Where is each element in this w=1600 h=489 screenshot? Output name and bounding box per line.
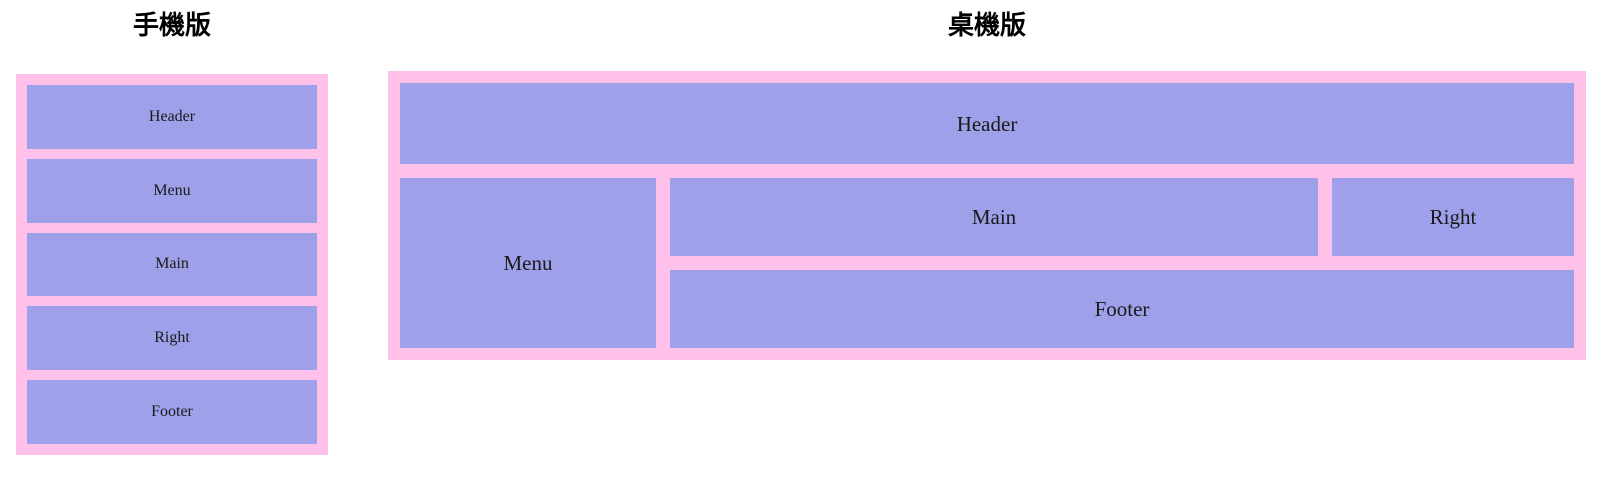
mobile-block-right: Right bbox=[27, 306, 317, 371]
desktop-block-menu: Menu bbox=[400, 178, 656, 348]
desktop-block-footer: Footer bbox=[670, 270, 1574, 348]
desktop-block-main: Main bbox=[670, 178, 1318, 256]
mobile-block-header: Header bbox=[27, 85, 317, 149]
desktop-block-right: Right bbox=[1332, 178, 1574, 256]
mobile-section-title: 手機版 bbox=[132, 10, 211, 40]
mobile-block-menu: Menu bbox=[27, 158, 317, 223]
mobile-block-footer: Footer bbox=[27, 380, 317, 444]
desktop-block-header: Header bbox=[400, 83, 1574, 164]
desktop-layout-wireframe: Header Menu Main Right Footer bbox=[388, 71, 1586, 360]
mobile-block-main: Main bbox=[27, 232, 317, 297]
desktop-section-title: 桌機版 bbox=[947, 10, 1026, 40]
mobile-layout-wireframe: Header Menu Main Right Footer bbox=[16, 74, 328, 455]
